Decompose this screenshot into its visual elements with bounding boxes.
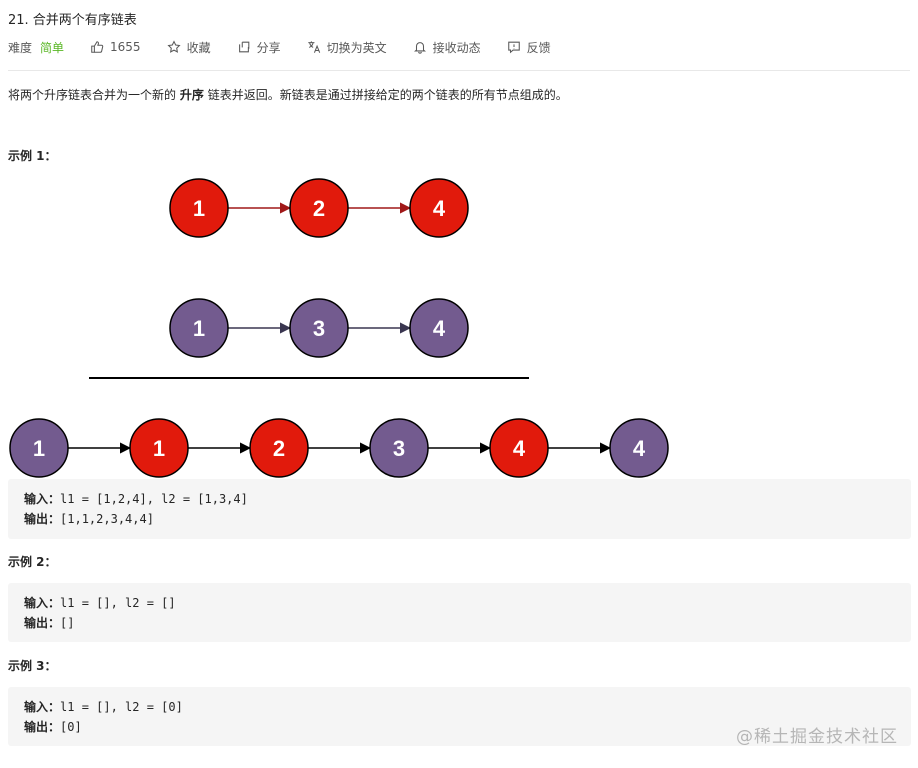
list1-node-circle [169, 178, 229, 238]
list1-node-circle [289, 178, 349, 238]
favorite-button[interactable]: 收藏 [167, 39, 211, 56]
merged-node-circle [9, 418, 69, 478]
merged-node: 3 [369, 418, 429, 478]
merged-node-circle [369, 418, 429, 478]
list1-node: 4 [409, 178, 469, 238]
problem-description: 将两个升序链表合并为一个新的 升序 链表并返回。新链表是通过拼接给定的两个链表的… [8, 86, 568, 103]
list1-node-label: 2 [313, 196, 325, 221]
input-value: l1 = [], l2 = [0] [60, 700, 183, 714]
example-2-output-line: 输出：[] [24, 613, 911, 633]
example-2-code-block: 输入：l1 = [], l2 = [] 输出：[] [8, 583, 911, 642]
list1-node-circle [409, 178, 469, 238]
merged-node-circle [489, 418, 549, 478]
problem-meta-bar: 难度 简单 1655 收藏 分享 切换为英文 接收动 [8, 38, 577, 56]
list1-node: 1 [169, 178, 229, 238]
example-2-title: 示例 2： [8, 555, 57, 569]
like-count: 1655 [110, 40, 141, 54]
list1-node-label: 1 [193, 196, 205, 221]
list2-node-label: 4 [433, 316, 446, 341]
notify-label: 接收动态 [432, 40, 481, 55]
list2-node-circle [289, 298, 349, 358]
header-divider [8, 70, 910, 71]
output-value: [0] [60, 720, 82, 734]
watermark: @稀土掘金技术社区 [736, 727, 898, 747]
star-icon [167, 40, 181, 53]
merged-node-circle [129, 418, 189, 478]
merged-node-circle [249, 418, 309, 478]
example-1-input-line: 输入：l1 = [1,2,4], l2 = [1,3,4] [24, 489, 911, 509]
notify-button[interactable]: 接收动态 [413, 39, 481, 56]
merged-node: 2 [249, 418, 309, 478]
input-value: l1 = [], l2 = [] [60, 596, 176, 610]
feedback-button[interactable]: 反馈 [507, 39, 551, 56]
example-3-code-block: 输入：l1 = [], l2 = [0] 输出：[0] [8, 687, 911, 746]
share-icon [238, 41, 249, 53]
merged-node: 1 [129, 418, 189, 478]
list2-node-circle [169, 298, 229, 358]
thumbs-up-icon [91, 41, 104, 53]
difficulty-label: 难度 [8, 40, 33, 55]
example-1-title: 示例 1： [8, 149, 57, 163]
input-value: l1 = [1,2,4], l2 = [1,3,4] [60, 492, 248, 506]
list2-node-label: 3 [313, 316, 325, 341]
translate-icon [307, 41, 320, 53]
example-2-input-line: 输入：l1 = [], l2 = [] [24, 593, 911, 613]
difficulty-badge: 简单 [40, 40, 65, 55]
bell-icon [413, 42, 426, 54]
merged-node-label: 1 [33, 436, 45, 461]
description-emphasis: 升序 [179, 88, 204, 102]
share-button[interactable]: 分享 [237, 39, 281, 56]
output-value: [] [60, 616, 75, 630]
list1-node-label: 4 [433, 196, 446, 221]
feedback-label: 反馈 [526, 40, 551, 55]
example-1-output-line: 输出：[1,1,2,3,4,4] [24, 509, 911, 529]
problem-title: 21. 合并两个有序链表 [8, 13, 137, 28]
description-suffix: 链表并返回。新链表是通过拼接给定的两个链表的所有节点组成的。 [207, 88, 568, 102]
example-3-output-line: 输出：[0] [24, 717, 911, 737]
merged-node-label: 4 [633, 436, 646, 461]
like-button[interactable]: 1655 [90, 40, 141, 54]
output-value: [1,1,2,3,4,4] [60, 512, 154, 526]
merged-node: 4 [489, 418, 549, 478]
input-label: 输入： [24, 700, 61, 714]
list1-node: 2 [289, 178, 349, 238]
share-label: 分享 [256, 40, 281, 55]
merged-node-label: 1 [153, 436, 165, 461]
example-3-input-line: 输入：l1 = [], l2 = [0] [24, 697, 911, 717]
input-label: 输入： [24, 596, 61, 610]
output-label: 输出： [24, 512, 61, 526]
input-label: 输入： [24, 492, 61, 506]
merged-node-label: 4 [513, 436, 526, 461]
merged-node-circle [609, 418, 669, 478]
favorite-label: 收藏 [186, 40, 211, 55]
list2-node-circle [409, 298, 469, 358]
example-3-title: 示例 3： [8, 659, 57, 673]
example-1-code-block: 输入：l1 = [1,2,4], l2 = [1,3,4] 输出：[1,1,2,… [8, 479, 911, 539]
list2-node: 4 [409, 298, 469, 358]
linked-list-merge-diagram: 1 2 4 1 3 4 1 1 2 3 4 4 [9, 178, 669, 478]
merged-node: 4 [609, 418, 669, 478]
list2-node: 3 [289, 298, 349, 358]
merged-node: 1 [9, 418, 69, 478]
translate-label: 切换为英文 [326, 40, 387, 55]
translate-button[interactable]: 切换为英文 [307, 39, 387, 56]
list2-node: 1 [169, 298, 229, 358]
output-label: 输出： [24, 720, 61, 734]
merged-node-label: 3 [393, 436, 405, 461]
output-label: 输出： [24, 616, 61, 630]
list2-node-label: 1 [193, 316, 205, 341]
merged-node-label: 2 [273, 436, 285, 461]
feedback-icon [507, 41, 520, 54]
description-prefix: 将两个升序链表合并为一个新的 [8, 88, 177, 102]
